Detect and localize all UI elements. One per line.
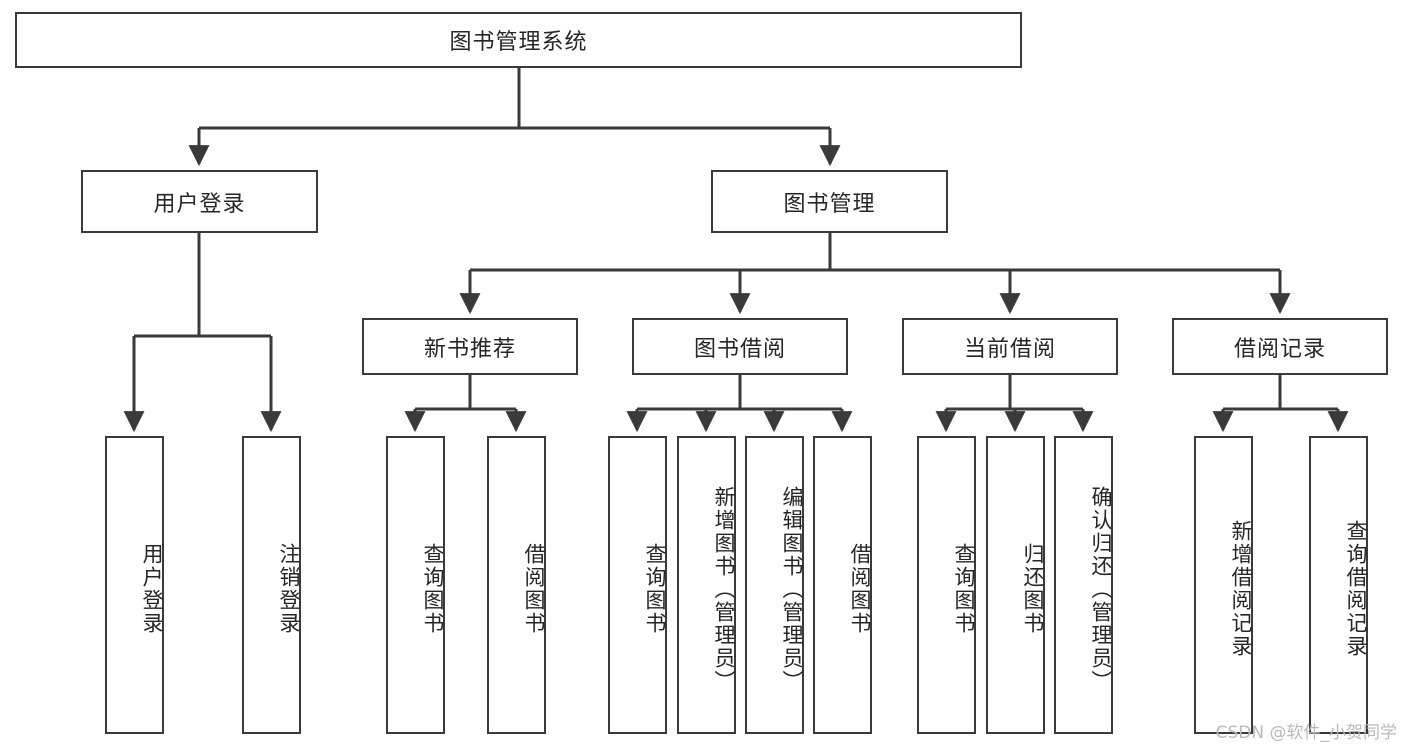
leaf-book-borrow-add[interactable]: 新增图书（管理员）	[677, 436, 736, 734]
leaf-new-book-query[interactable]: 查询图书	[386, 436, 445, 734]
node-user-login[interactable]: 用户登录	[81, 170, 318, 233]
node-new-book-recommend[interactable]: 新书推荐	[362, 318, 578, 375]
node-label: 查询图书	[952, 543, 976, 635]
node-root-book-management-system[interactable]: 图书管理系统	[15, 12, 1022, 68]
leaf-user-login-logout[interactable]: 注销登录	[242, 436, 301, 734]
node-book-management[interactable]: 图书管理	[711, 170, 948, 233]
node-label: 用户登录	[153, 191, 246, 217]
node-label: 查询图书	[643, 543, 667, 635]
node-label: 新增借阅记录	[1229, 520, 1253, 658]
leaf-borrow-record-query[interactable]: 查询借阅记录	[1309, 436, 1368, 734]
node-label: 新书推荐	[423, 336, 516, 362]
node-label: 新增图书（管理员）	[712, 485, 736, 693]
leaf-book-borrow-borrow[interactable]: 借阅图书	[813, 436, 872, 734]
leaf-book-borrow-query[interactable]: 查询图书	[608, 436, 667, 734]
leaf-new-book-borrow[interactable]: 借阅图书	[487, 436, 546, 734]
node-label: 图书借阅	[693, 336, 786, 362]
node-label: 当前借阅	[963, 336, 1056, 362]
node-label: 编辑图书（管理员）	[780, 485, 804, 693]
watermark-text: CSDN @软件_小贺同学	[1215, 723, 1397, 743]
node-book-borrow[interactable]: 图书借阅	[632, 318, 848, 375]
node-label: 图书管理系统	[449, 30, 588, 55]
node-label: 用户登录	[140, 543, 164, 635]
leaf-book-borrow-edit[interactable]: 编辑图书（管理员）	[745, 436, 804, 734]
node-label: 查询借阅记录	[1344, 520, 1368, 658]
leaf-user-login-login[interactable]: 用户登录	[105, 436, 164, 734]
leaf-current-borrow-confirm-return[interactable]: 确认归还（管理员）	[1054, 436, 1113, 734]
node-label: 归还图书	[1021, 543, 1045, 635]
node-label: 确认归还（管理员）	[1089, 485, 1113, 693]
node-label: 图书管理	[783, 191, 876, 217]
node-label: 借阅图书	[848, 543, 872, 635]
node-label: 查询图书	[421, 543, 445, 635]
node-borrow-record[interactable]: 借阅记录	[1172, 318, 1388, 375]
leaf-current-borrow-query[interactable]: 查询图书	[917, 436, 976, 734]
node-label: 借阅记录	[1233, 336, 1326, 362]
node-label: 注销登录	[277, 543, 301, 635]
leaf-current-borrow-return[interactable]: 归还图书	[986, 436, 1045, 734]
node-current-borrow[interactable]: 当前借阅	[902, 318, 1118, 375]
leaf-borrow-record-add[interactable]: 新增借阅记录	[1194, 436, 1253, 734]
node-label: 借阅图书	[522, 543, 546, 635]
